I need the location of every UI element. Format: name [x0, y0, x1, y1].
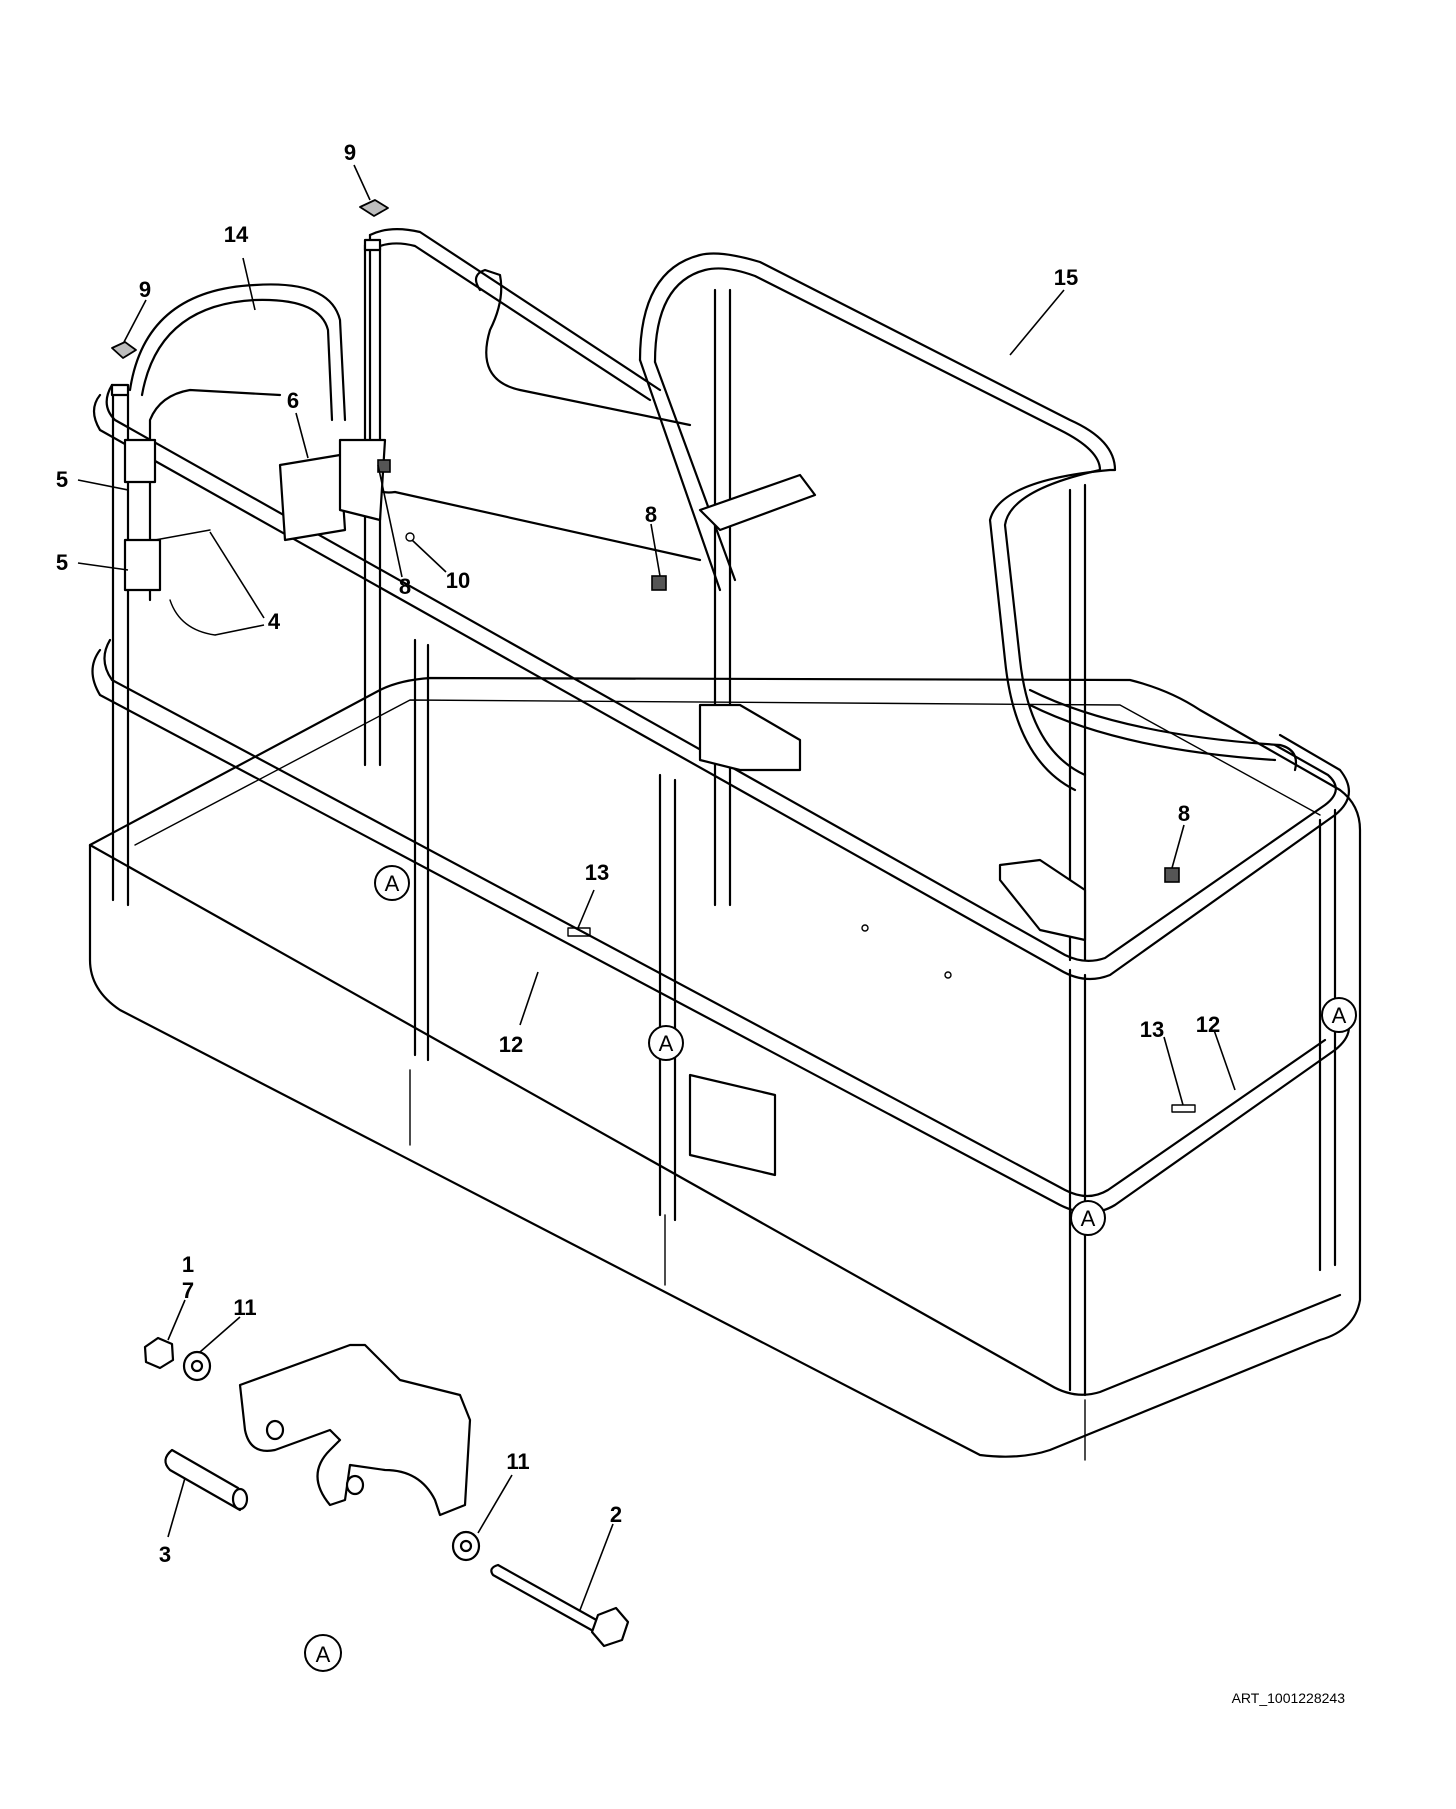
hinge-bolt [490, 1563, 602, 1634]
callout-7: 7 [182, 1278, 194, 1303]
lanyard-pins [154, 529, 415, 636]
platform-floor [88, 676, 1362, 1461]
leader-lines [77, 164, 1236, 1611]
callout-13-side: 13 [1140, 1017, 1164, 1042]
callout-11-lower: 11 [506, 1449, 529, 1474]
callout-3: 3 [159, 1542, 171, 1567]
detail-a-markers: A A A A A [304, 865, 1357, 1672]
uprights [111, 243, 1337, 1397]
svg-text:A: A [1332, 1003, 1347, 1028]
hinge-pin [164, 1448, 245, 1512]
detail-marker-3: A [1321, 997, 1357, 1033]
side-arch [148, 388, 282, 602]
hinge-bracket [238, 1343, 472, 1517]
gate-brackets [123, 438, 1196, 1177]
detail-marker-4: A [1070, 1200, 1106, 1236]
callout-14: 14 [224, 222, 249, 247]
detail-marker-legend: A [304, 1634, 342, 1672]
callout-8-middle: 8 [645, 502, 657, 527]
svg-text:A: A [1081, 1206, 1096, 1231]
callout-13-front: 13 [585, 860, 609, 885]
detail-marker-2: A [648, 1025, 684, 1061]
rear-hoops [128, 268, 692, 427]
callout-6: 6 [287, 388, 299, 413]
callout-8-left: 8 [399, 574, 411, 599]
callout-2: 2 [610, 1502, 622, 1527]
detail-marker-1: A [374, 865, 410, 901]
callout-12-front: 12 [499, 1032, 523, 1057]
post-caps [110, 199, 389, 397]
callout-9-top: 9 [344, 140, 356, 165]
callout-5-upper: 5 [56, 467, 68, 492]
svg-text:A: A [385, 871, 400, 896]
hinge-exploded-view [143, 1336, 630, 1648]
callout-8-right: 8 [1178, 801, 1190, 826]
svg-text:A: A [659, 1031, 674, 1056]
callout-10: 10 [446, 568, 470, 593]
callout-9-left: 9 [139, 277, 151, 302]
callout-11-upper: 11 [233, 1295, 256, 1320]
top-guard-rail [92, 228, 1350, 981]
overhead-guard-arch [638, 252, 1298, 792]
callout-1: 1 [182, 1252, 194, 1277]
item-callouts: 9 14 9 15 6 5 5 4 8 10 8 8 13 12 13 12 1… [56, 140, 1220, 1567]
art-id: ART_1001228243 [1232, 1690, 1346, 1706]
callout-5-lower: 5 [56, 550, 68, 575]
hex-nut [143, 1336, 175, 1370]
callout-15: 15 [1054, 265, 1078, 290]
callout-12-side: 12 [1196, 1012, 1220, 1037]
svg-text:A: A [316, 1642, 331, 1667]
callout-4: 4 [268, 609, 281, 634]
